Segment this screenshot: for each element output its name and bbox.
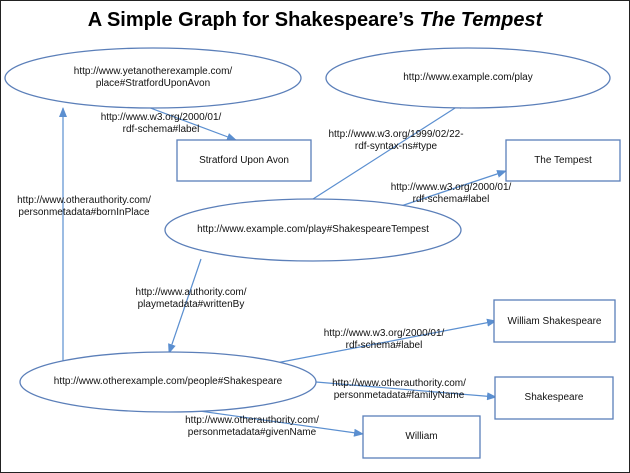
node-stratford-uri-line1: http://www.yetanotherexample.com/ xyxy=(73,66,233,77)
node-shakespeare-uri-line1: http://www.otherexample.com/people#Shake… xyxy=(53,376,283,387)
edge-stratford-label-line2: rdf-schema#label xyxy=(122,124,200,135)
node-tempest-uri xyxy=(164,198,462,262)
edge-tempest-label-line1: http://www.w3.org/2000/01/ xyxy=(390,182,512,193)
edge-ws-label-line1: http://www.w3.org/2000/01/ xyxy=(323,328,445,339)
edge-stratford-label-text: http://www.w3.org/2000/01/ rdf-schema#la… xyxy=(86,112,236,136)
edge-given-name-line1: http://www.otherauthority.com/ xyxy=(185,415,319,426)
edge-born-in-place-line2: personmetadata#bornInPlace xyxy=(18,207,150,218)
edge-family-name xyxy=(315,381,497,401)
node-given-label-text: William xyxy=(405,431,438,442)
edge-tempest-label-line2: rdf-schema#label xyxy=(412,194,490,205)
edge-type-line1: http://www.w3.org/1999/02/22- xyxy=(328,129,464,140)
node-given-label xyxy=(362,415,481,459)
node-tempest-label-text: The Tempest xyxy=(534,155,592,166)
node-stratford-label xyxy=(176,139,312,182)
node-tempest-uri-text: http://www.example.com/play#ShakespeareT… xyxy=(183,224,443,236)
node-play-uri-text: http://www.example.com/play xyxy=(368,72,568,84)
title-emphasis: The Tempest xyxy=(419,9,543,31)
title-prefix: A Simple Graph for Shakespeare’s xyxy=(87,9,420,31)
edge-stratford-label-line1: http://www.w3.org/2000/01/ xyxy=(100,112,222,123)
node-play-uri-line1: http://www.example.com/play xyxy=(403,72,533,83)
edge-given-name-text: http://www.otherauthority.com/ personmet… xyxy=(177,415,327,439)
edge-type-text: http://www.w3.org/1999/02/22- rdf-syntax… xyxy=(321,129,471,153)
edge-ws-label xyxy=(275,318,497,364)
edge-born-in-place-text: http://www.otherauthority.com/ personmet… xyxy=(9,195,159,219)
edge-given-name-line2: personmetadata#givenName xyxy=(187,427,317,438)
node-shakespeare-uri-text: http://www.otherexample.com/people#Shake… xyxy=(38,376,298,388)
node-tempest-label xyxy=(505,139,621,182)
edge-family-name-line2: personmetadata#familyName xyxy=(333,390,465,401)
node-family-label xyxy=(494,376,614,420)
node-stratford-label-text: Stratford Upon Avon xyxy=(199,155,289,166)
edge-written-by-line1: http://www.authority.com/ xyxy=(135,287,247,298)
node-play-uri xyxy=(325,47,611,109)
node-stratford-uri xyxy=(4,47,302,109)
edge-born-in-place-line1: http://www.otherauthority.com/ xyxy=(17,195,151,206)
node-tempest-uri-line1: http://www.example.com/play#ShakespeareT… xyxy=(197,224,429,235)
node-ws-label xyxy=(493,299,616,343)
edge-family-name-line1: http://www.otherauthority.com/ xyxy=(332,378,466,389)
node-family-label-text: Shakespeare xyxy=(524,392,584,403)
edge-tempest-label xyxy=(400,170,507,207)
edge-written-by-line2: playmetadata#writtenBy xyxy=(137,299,245,310)
edge-type-line2: rdf-syntax-ns#type xyxy=(354,141,438,152)
node-ws-label-text: William Shakespeare xyxy=(507,316,602,327)
edge-ws-label-line2: rdf-schema#label xyxy=(345,340,423,351)
edge-written-by-text: http://www.authority.com/ playmetadata#w… xyxy=(116,287,266,311)
node-shakespeare-uri xyxy=(19,351,317,413)
edge-family-name-text: http://www.otherauthority.com/ personmet… xyxy=(324,378,474,402)
edge-tempest-label-text: http://www.w3.org/2000/01/ rdf-schema#la… xyxy=(376,182,526,206)
node-stratford-uri-text: http://www.yetanotherexample.com/ place#… xyxy=(53,66,253,90)
edge-written-by xyxy=(168,258,202,354)
diagram-title: A Simple Graph for Shakespeare’s The Tem… xyxy=(1,9,629,32)
edge-ws-label-text: http://www.w3.org/2000/01/ rdf-schema#la… xyxy=(309,328,459,352)
edge-type xyxy=(312,100,467,200)
node-stratford-uri-line2: place#StratfordUponAvon xyxy=(95,78,211,89)
